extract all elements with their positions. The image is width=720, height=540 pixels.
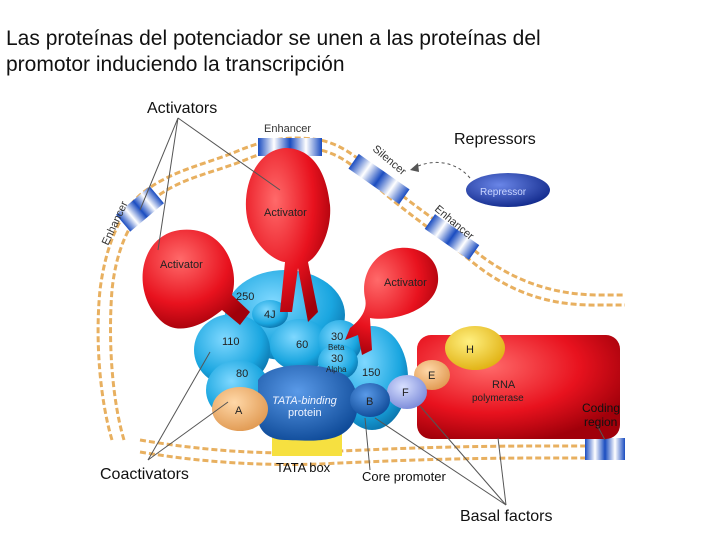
- taf-4j: [252, 300, 288, 328]
- title-line-1: Las proteínas del potenciador se unen a …: [6, 27, 541, 50]
- factor-h-label: H: [466, 344, 474, 356]
- activator-right: [345, 247, 439, 355]
- tata-box-callout: TATA box: [276, 460, 331, 475]
- taf-150-label: 150: [362, 367, 380, 379]
- factor-b-label: B: [366, 396, 373, 408]
- factor-f-label: F: [402, 387, 409, 399]
- factor-a-label: A: [235, 405, 243, 417]
- core-promoter-callout: Core promoter: [362, 469, 446, 484]
- taf-30-alpha-num-label: 30: [331, 353, 343, 365]
- factor-a: [212, 387, 268, 431]
- coding-region-callout-line2: region: [584, 415, 617, 429]
- coding-region-callout-line1: Coding: [582, 401, 620, 415]
- activator-center-label: Activator: [264, 207, 307, 219]
- taf-80-label: 80: [236, 368, 248, 380]
- leader-lines: [139, 117, 606, 506]
- dna-strand-lower: [139, 438, 625, 466]
- rna-pol-label-line2: polymerase: [472, 393, 524, 404]
- protein-labels: Activator Activator Activator Repressor …: [160, 187, 527, 419]
- tbp-label-line2: protein: [288, 407, 322, 419]
- taf-4j-label: 4J: [264, 309, 276, 321]
- factor-b: [350, 383, 390, 417]
- activator-left-label: Activator: [160, 259, 203, 271]
- title-line-2: promotor induciendo la transcripción: [6, 53, 345, 76]
- factor-h: [445, 326, 505, 370]
- taf-110-label: 110: [222, 336, 240, 348]
- tata-binding-protein: [257, 364, 358, 441]
- factor-f: [387, 375, 427, 409]
- enhancer-right-coil: [424, 214, 480, 260]
- slide-title: Las proteínas del potenciador se unen a …: [6, 26, 706, 78]
- coding-region-coil: [585, 438, 625, 460]
- silencer-arrow: [409, 161, 471, 179]
- silencer-arrowhead: [410, 163, 419, 172]
- callout-labels: Activators Repressors Coactivators TATA …: [100, 100, 620, 525]
- enhancer-top-label: Enhancer: [264, 123, 311, 135]
- coactivators-callout: Coactivators: [100, 466, 189, 483]
- activators-callout: Activators: [147, 100, 217, 117]
- activator-left: [142, 229, 250, 329]
- taf-30-beta-num-label: 30: [331, 331, 343, 343]
- repressor-protein: [466, 173, 550, 207]
- factor-e-label: E: [428, 370, 435, 382]
- taf-30-alpha-label: Alpha: [326, 365, 347, 374]
- taf-60: [270, 319, 330, 371]
- repressors-callout: Repressors: [454, 131, 536, 148]
- rna-pol-label-line1: RNA: [492, 379, 516, 391]
- basal-factors-callout: Basal factors: [460, 508, 552, 525]
- activator-right-label: Activator: [384, 277, 427, 289]
- dna-strand: [96, 136, 625, 441]
- taf-60-label: 60: [296, 339, 308, 351]
- silencer-coil: [348, 153, 410, 205]
- taf-250-label: 250: [236, 291, 254, 303]
- tbp-label-line1: TATA-binding: [272, 395, 338, 407]
- activator-center: [245, 148, 331, 322]
- taf-30-beta-label: Beta: [328, 343, 345, 352]
- repressor-label: Repressor: [480, 187, 527, 198]
